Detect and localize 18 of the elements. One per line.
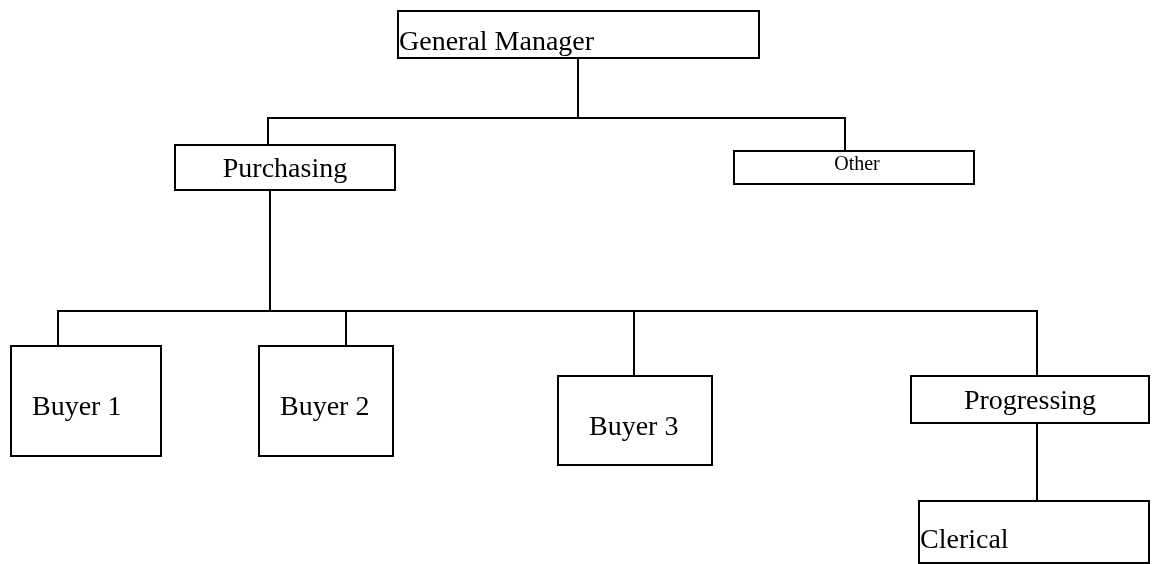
box-label: Clerical [920,524,1009,554]
org-box [397,10,760,59]
org-box [174,144,396,191]
box-label: Other [834,152,880,174]
box-label: Progressing [963,384,1097,415]
connector-line [1036,423,1038,501]
box-label: Buyer 1 [32,391,122,421]
org-box [733,150,975,185]
box-label: General Manager [399,25,595,56]
box-label: Buyer 3 [589,410,679,441]
org-box [10,345,162,457]
connector-line [577,58,846,151]
box-label: Purchasing [222,152,348,183]
org-box [557,375,713,466]
org-box [918,500,1150,564]
org-box [258,345,394,457]
box-label: Buyer 2 [280,391,370,421]
org-box [910,375,1150,424]
